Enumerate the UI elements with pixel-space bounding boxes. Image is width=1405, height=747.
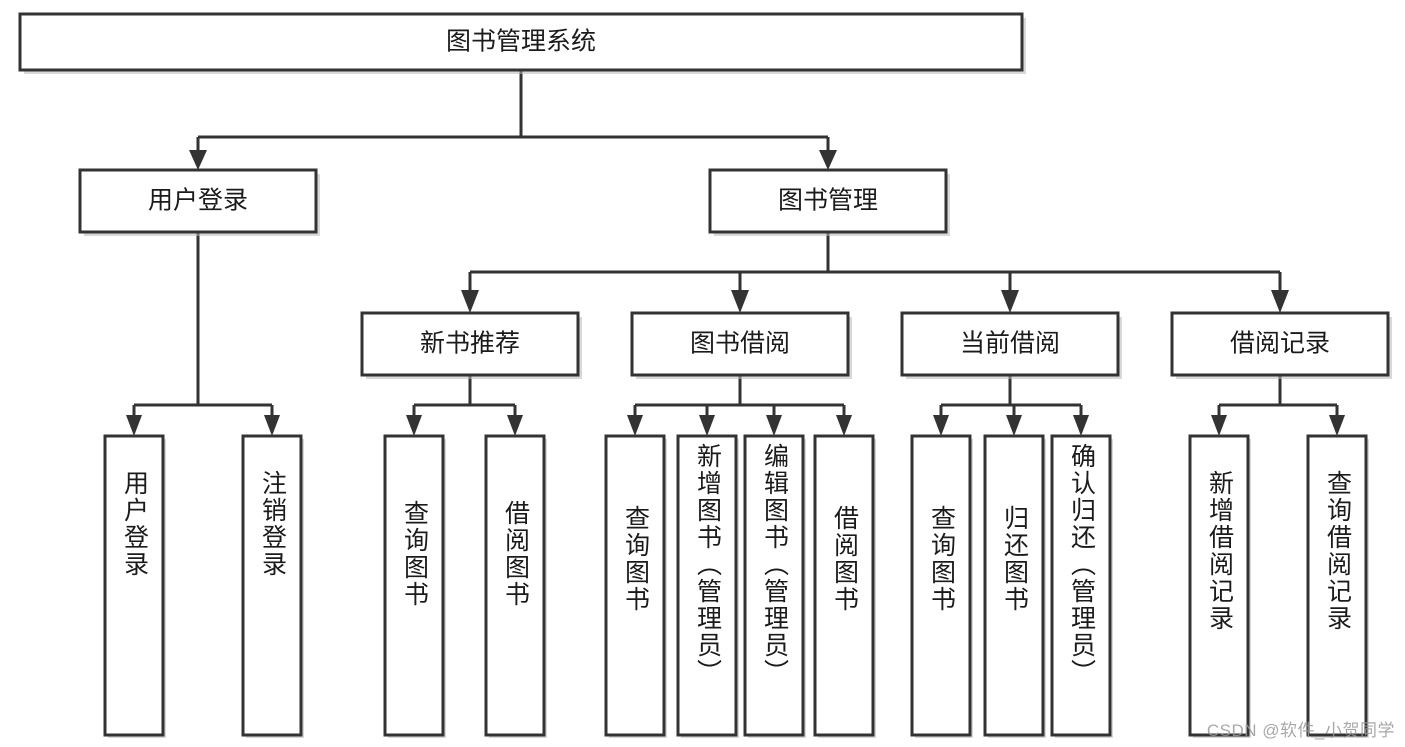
arrow-book-manage xyxy=(819,150,837,170)
node-borrow-record-label: 借阅记录 xyxy=(1230,330,1330,358)
arrow-leaf-br-query-record xyxy=(1329,415,1345,436)
node-leaf-user-login[interactable] xyxy=(103,434,165,737)
node-leaf-logout-login[interactable] xyxy=(241,434,303,737)
node-root[interactable] xyxy=(18,12,1024,72)
node-book-borrow[interactable] xyxy=(630,311,850,377)
arrow-leaf-cb-confirm-return xyxy=(1073,415,1089,436)
arrow-leaf-bb-edit-book xyxy=(766,415,782,436)
arrow-leaf-bb-add-book xyxy=(699,415,715,436)
node-book-manage[interactable] xyxy=(708,168,948,234)
node-leaf-bb-edit-book[interactable] xyxy=(743,434,805,737)
arrow-leaf-br-add-record xyxy=(1211,415,1227,436)
node-leaf-cb-return-book[interactable] xyxy=(983,434,1045,737)
node-leaf-nbr-query-book[interactable] xyxy=(383,434,445,737)
arrow-leaf-nbr-query-book xyxy=(406,415,422,436)
node-book-manage-label: 图书管理 xyxy=(778,187,878,215)
arrow-current-borrow xyxy=(1001,290,1019,313)
node-new-book-recommend[interactable] xyxy=(360,311,580,377)
arrow-leaf-cb-query-book xyxy=(933,415,949,436)
node-leaf-bb-query-book[interactable] xyxy=(604,434,666,737)
arrow-leaf-bb-borrow-book xyxy=(836,415,852,436)
node-leaf-br-add-record[interactable] xyxy=(1188,434,1250,737)
arrow-leaf-nbr-borrow-book xyxy=(507,415,523,436)
arrow-leaf-bb-query-book xyxy=(627,415,643,436)
arrow-leaf-cb-return-book xyxy=(1006,415,1022,436)
arrow-user-login xyxy=(189,150,207,170)
node-new-book-recommend-label: 新书推荐 xyxy=(420,330,520,358)
arrow-new-book-recommend xyxy=(461,290,479,313)
node-layer: 图书管理系统 用户登录 图书管理 新书推荐 图书借阅 当前借阅 借阅记录 xyxy=(18,12,1390,737)
arrow-book-borrow xyxy=(731,290,749,313)
node-current-borrow[interactable] xyxy=(900,311,1120,377)
arrow-leaf-logout-login xyxy=(264,415,280,436)
node-current-borrow-label: 当前借阅 xyxy=(960,330,1060,358)
node-book-borrow-label: 图书借阅 xyxy=(690,330,790,358)
node-leaf-bb-add-book[interactable] xyxy=(676,434,738,737)
node-root-label: 图书管理系统 xyxy=(446,28,596,56)
node-leaf-br-query-record[interactable] xyxy=(1306,434,1368,737)
arrow-leaf-user-login xyxy=(126,415,142,436)
node-leaf-nbr-borrow-book[interactable] xyxy=(484,434,546,737)
node-leaf-cb-confirm-return[interactable] xyxy=(1050,434,1112,737)
node-borrow-record[interactable] xyxy=(1170,311,1390,377)
csdn-watermark: CSDN @软件_小贺同学 xyxy=(1206,721,1395,740)
arrow-borrow-record xyxy=(1271,290,1289,313)
node-user-login[interactable] xyxy=(78,168,318,234)
node-user-login-label: 用户登录 xyxy=(148,187,248,215)
node-leaf-bb-borrow-book[interactable] xyxy=(813,434,875,737)
edge-layer xyxy=(126,70,1345,436)
node-leaf-cb-query-book[interactable] xyxy=(910,434,972,737)
